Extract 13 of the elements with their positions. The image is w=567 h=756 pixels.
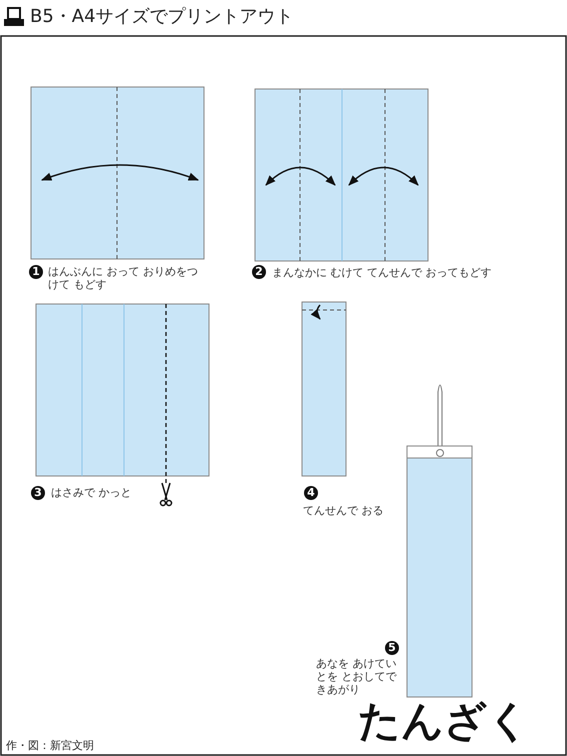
instruction-text: はさみで かっと — [51, 486, 132, 499]
title: B5・A4サイズでプリントアウト — [30, 6, 294, 28]
step-number: 5 — [385, 641, 399, 655]
step-number: 1 — [29, 265, 43, 279]
credit-text: 作・図：新宮文明 — [6, 739, 94, 752]
instruction-text: あなを あけていとを とおしてできあがり — [316, 657, 398, 696]
instruction-text: まんなかに むけて てんせんで おってもどす — [272, 266, 492, 279]
step-number: 3 — [31, 486, 45, 500]
instruction-text: てんせんで おる — [303, 504, 384, 517]
heading: たんざく — [358, 696, 530, 746]
instruction-text: はんぶんに おって おりめをつけて もどす — [48, 265, 198, 291]
step-number: 2 — [252, 265, 266, 279]
step-number: 4 — [304, 486, 318, 500]
